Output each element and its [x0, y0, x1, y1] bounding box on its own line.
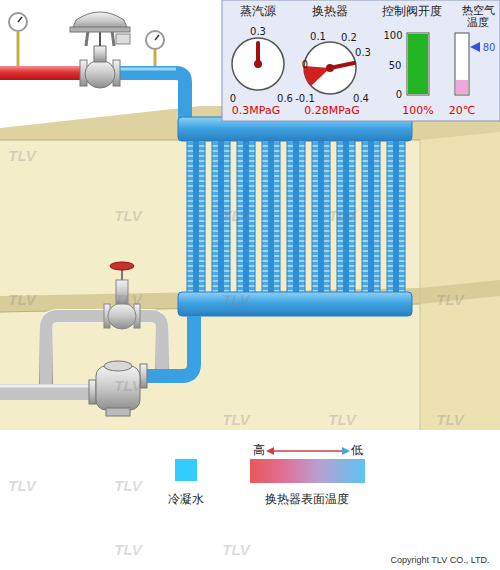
pressure-gauge	[146, 31, 164, 49]
actuator-rim	[70, 27, 130, 32]
gauge-scale: 0.4	[353, 93, 369, 104]
condensate-line	[0, 262, 194, 416]
gauge-reading: 0.28MPaG	[304, 105, 359, 117]
bar-scale: 50	[389, 60, 402, 71]
watermark: TLV	[8, 292, 36, 309]
legend-art	[250, 447, 365, 483]
gauge-hub	[326, 64, 334, 72]
pressure-gauge	[9, 13, 27, 31]
range-label: 低	[351, 444, 363, 457]
handwheel	[110, 262, 134, 270]
outlet-pipe	[0, 384, 96, 400]
range-arrow	[270, 450, 346, 452]
valve-body	[85, 60, 115, 88]
positioner	[116, 34, 130, 44]
gauge-hub	[254, 60, 262, 68]
arrow-head	[342, 447, 350, 455]
building	[0, 106, 500, 430]
gauge-scale: 0	[230, 93, 236, 104]
condensate-pipe	[145, 316, 194, 376]
watermark: TLV	[328, 208, 356, 225]
arrow-head	[266, 447, 274, 455]
steam-line	[0, 13, 185, 120]
control-valve	[70, 12, 130, 88]
valve-bonnet	[94, 46, 106, 62]
watermark: TLV	[436, 412, 464, 429]
legend-text: 换热器表面温度	[265, 493, 349, 506]
bar-reading: 100%	[402, 105, 433, 117]
watermark: TLV	[114, 478, 142, 495]
watermark: TLV	[222, 208, 250, 225]
gauge-needle	[18, 17, 22, 22]
legend-text: 冷凝水	[168, 493, 204, 506]
flange	[89, 380, 96, 404]
watermark: TLV	[328, 412, 356, 429]
gauge-scale: -0.1	[295, 93, 315, 104]
bottom-header	[178, 292, 412, 316]
steam-gauge	[232, 38, 284, 90]
steam-pipe	[0, 66, 82, 80]
gauge-scale: 0.2	[341, 32, 357, 43]
valve-opening-bar	[408, 34, 428, 94]
panel-heading: 蒸汽源	[240, 5, 276, 18]
gauge-reading: 0.3MPaG	[232, 105, 280, 117]
watermark: TLV	[222, 292, 250, 309]
panel-heading: 控制阀开度	[382, 5, 442, 18]
bar-frame	[407, 33, 429, 95]
gauge-stem	[17, 32, 20, 66]
gauge-scale: 0.3	[250, 26, 266, 37]
bar-scale: 0	[396, 89, 402, 100]
trap-cap	[104, 361, 132, 371]
watermark: TLV	[8, 148, 36, 165]
panel-heading: 换热器	[312, 5, 348, 18]
watermark: TLV	[436, 292, 464, 309]
thermometer	[455, 33, 469, 95]
wall	[0, 130, 500, 430]
wall-corner	[420, 140, 421, 430]
gauge-scale: 0.6	[277, 93, 293, 104]
exchanger-gauge	[304, 42, 356, 94]
watermark: TLV	[114, 208, 142, 225]
watermark: TLV	[8, 478, 36, 495]
temperature-reading: 20℃	[449, 105, 475, 117]
gauge-scale: 0	[302, 59, 308, 70]
copyright: Copyright TLV CO., LTD.	[390, 556, 489, 566]
watermark: TLV	[222, 412, 250, 429]
watermark: TLV	[114, 378, 142, 395]
status-panel	[222, 0, 500, 121]
gauge-scale: 0.1	[310, 31, 326, 42]
watermark: TLV	[222, 542, 250, 559]
gauge-scale: 0.3	[355, 47, 371, 58]
trap-plug	[106, 408, 130, 416]
legend-swatch	[175, 459, 197, 481]
wall-side	[420, 130, 500, 430]
pipe-highlight	[0, 385, 96, 388]
panel-frame	[222, 0, 500, 121]
setpoint-marker	[470, 42, 480, 52]
gauge-stem	[154, 50, 157, 66]
watermark: TLV	[114, 292, 142, 309]
panel-heading: 热空气 温度	[460, 5, 496, 29]
gauge-needle	[155, 35, 159, 40]
bar-scale: 100	[383, 30, 402, 41]
temperature-setpoint: 80	[483, 42, 496, 53]
watermark: TLV	[114, 542, 142, 559]
steam-pipe-blue	[118, 73, 185, 120]
temperature-gradient	[250, 459, 365, 483]
pipe-highlight	[118, 68, 176, 71]
thermometer-fill	[456, 80, 468, 94]
range-label: 高	[253, 444, 265, 457]
heat-exchanger	[178, 117, 412, 316]
